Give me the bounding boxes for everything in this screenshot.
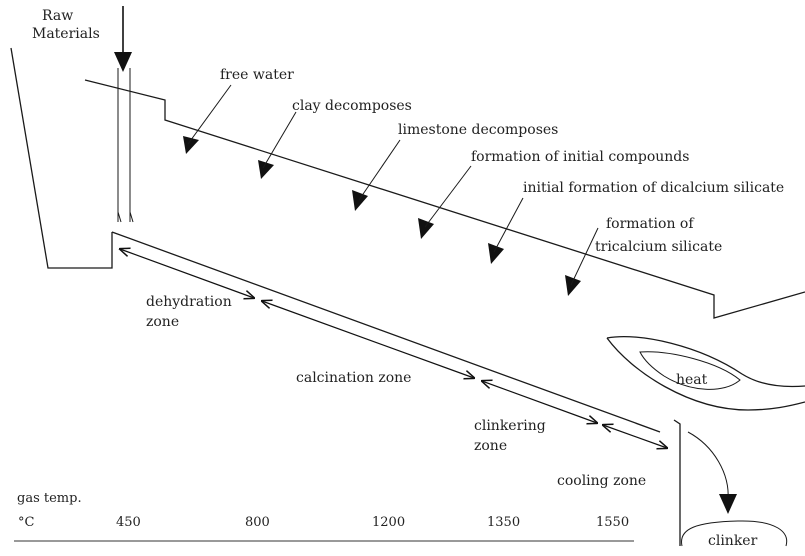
- zone-label-calcination: calcination zone: [296, 370, 411, 386]
- raw-materials-arrow: [114, 6, 132, 72]
- zone-label-clinkering-2: zone: [474, 438, 507, 454]
- clinker-discharge-arrow: [687, 431, 737, 514]
- kiln-inlet-wall: [10, 47, 113, 269]
- zone-label-clinkering-1: clinkering: [474, 418, 546, 434]
- temp-value-1350: 1350: [487, 515, 520, 530]
- heat-flame-icon: [606, 335, 805, 411]
- zone-arrows: [120, 249, 667, 448]
- clinker-outlet: clinker: [681, 520, 788, 549]
- reaction-marker: [183, 136, 199, 154]
- temp-value-1200: 1200: [372, 515, 405, 530]
- clinkering-zone-arrow: [482, 381, 597, 423]
- raw-materials-label-2: Materials: [32, 26, 100, 42]
- calcination-zone-arrow: [262, 301, 474, 378]
- kiln-lower-shell: [111, 231, 661, 433]
- reaction-marker: [488, 243, 504, 264]
- reaction-leaders: [187, 84, 599, 286]
- dehydration-zone-arrow: [120, 249, 254, 298]
- temp-value-1550: 1550: [596, 515, 629, 530]
- temperature-unit-label: °C: [18, 515, 35, 530]
- reaction-marker: [258, 160, 274, 179]
- temp-value-800: 800: [245, 515, 270, 530]
- reaction-label-clay: clay decomposes: [292, 98, 412, 114]
- cooling-zone-arrow: [603, 425, 667, 448]
- kiln-outlet: [673, 419, 681, 546]
- reaction-label-limestone: limestone decomposes: [398, 122, 558, 138]
- zone-label-cooling: cooling zone: [557, 473, 646, 489]
- zone-label-dehydration-2: zone: [146, 314, 179, 330]
- heat-label: heat: [676, 372, 708, 388]
- reaction-label-tricalcium-1: formation of: [606, 216, 695, 232]
- raw-materials-label-1: Raw: [42, 8, 73, 24]
- temp-value-450: 450: [116, 515, 141, 530]
- reaction-markers: [183, 136, 581, 296]
- feed-pipe: [117, 68, 134, 223]
- reaction-label-free-water: free water: [220, 67, 294, 83]
- zone-label-dehydration-1: dehydration: [146, 294, 232, 310]
- kiln-upper-shell: [84, 79, 805, 319]
- gas-temp-label: gas temp.: [17, 491, 82, 506]
- reaction-marker: [565, 275, 581, 296]
- reaction-marker: [418, 218, 434, 239]
- reaction-label-initial-compounds: formation of initial compounds: [471, 149, 689, 165]
- reaction-marker: [352, 190, 368, 211]
- clinker-label: clinker: [708, 533, 758, 549]
- reaction-label-dicalcium: initial formation of dicalcium silicate: [523, 180, 784, 196]
- reaction-label-tricalcium-2: tricalcium silicate: [595, 239, 722, 255]
